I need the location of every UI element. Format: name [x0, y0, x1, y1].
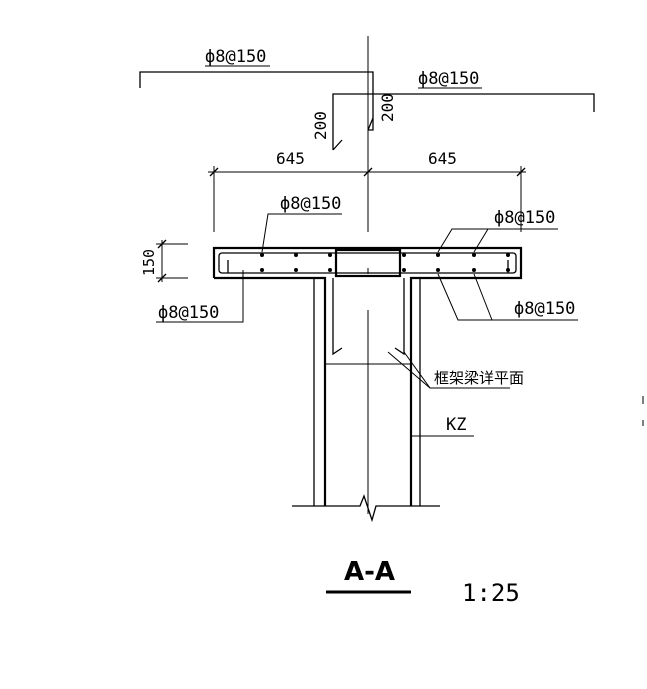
- top-left-rebar-label: ф8@150: [205, 47, 266, 67]
- dim-left-645: 645: [276, 149, 305, 168]
- top-left-rebar-line: [139, 71, 374, 131]
- slab-bottom-right-leader: [437, 273, 578, 321]
- dim-tick-mid: [363, 167, 373, 177]
- scale-label: 1:25: [462, 579, 520, 607]
- dim-right-645: 645: [428, 149, 457, 168]
- dim-150-tick-top: [157, 239, 167, 249]
- slab-top-left-rebar-label: ф8@150: [280, 194, 341, 214]
- beam-core: [334, 248, 402, 278]
- break-line: [292, 494, 440, 523]
- slab-top-right-leader: [437, 228, 558, 253]
- dim-tick-left: [209, 167, 219, 177]
- top-right-rebar-line: [332, 93, 595, 150]
- dim-right-200: 200: [378, 93, 397, 122]
- top-left-rebar-hook: [367, 117, 374, 131]
- rebar-dots-top: [260, 253, 510, 257]
- slab-outline-right: [212, 246, 523, 506]
- dim-150-label: 150: [140, 249, 158, 276]
- column-label: KZ: [446, 415, 466, 435]
- dim-tick-right: [516, 167, 526, 177]
- slab-bottom-left-rebar-label: ф8@150: [158, 303, 219, 323]
- slab-top-left-leader: [261, 213, 342, 253]
- dim-left-200: 200: [311, 111, 330, 140]
- beam-right-leg: [394, 278, 405, 356]
- dim-150-tick-bottom: [157, 273, 167, 283]
- beam-left-leg: [332, 278, 343, 356]
- slab-bottom-right-rebar-label: ф8@150: [514, 299, 575, 319]
- beam-note-label: 框架梁详平面: [434, 369, 524, 387]
- slab-bottom-left-leader: [156, 270, 244, 323]
- top-right-rebar-label: ф8@150: [418, 69, 479, 89]
- slab-outline-left: [214, 276, 327, 506]
- top-right-rebar-hook: [332, 139, 343, 151]
- slab-top-right-rebar-label: ф8@150: [494, 208, 555, 228]
- section-title: A-A: [344, 557, 395, 587]
- rebar-dots-bottom: [260, 268, 510, 272]
- beam-note-leader-2: [403, 351, 431, 389]
- slab-bottom-right-leader-2: [473, 273, 493, 321]
